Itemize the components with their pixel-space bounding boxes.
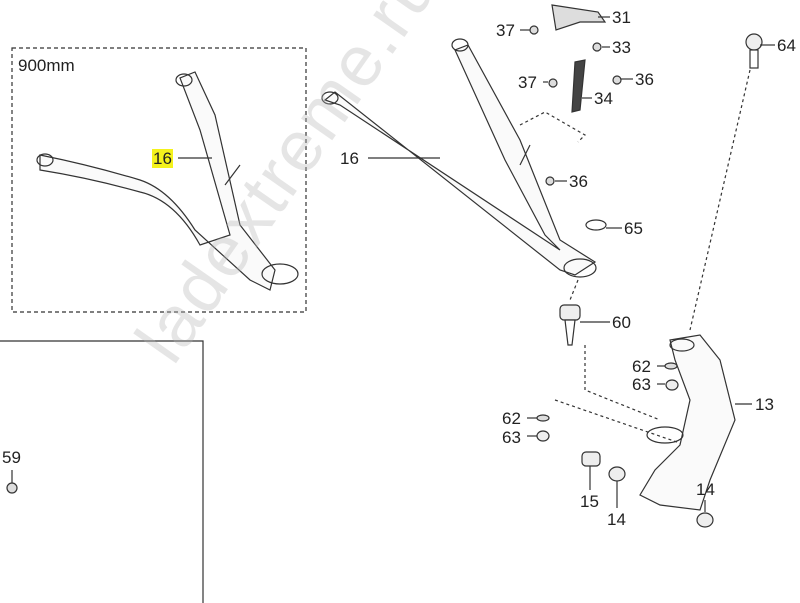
nut-59 <box>6 482 18 494</box>
ball-joint-60 <box>559 304 581 346</box>
callout-31[interactable]: 31 <box>612 8 631 27</box>
kit-length-label: 900mm <box>18 56 75 75</box>
link-34 <box>571 59 586 113</box>
callout-60[interactable]: 60 <box>612 313 631 332</box>
callout-36b[interactable]: 36 <box>569 172 588 191</box>
kit-box <box>11 47 307 313</box>
nut-62a <box>664 362 678 370</box>
side-panel-box <box>0 340 204 603</box>
callout-62[interactable]: 62 <box>632 357 651 376</box>
knuckle-13 <box>639 334 736 511</box>
callout-13[interactable]: 13 <box>755 395 774 414</box>
bushing-15 <box>581 451 601 467</box>
callout-14[interactable]: 14 <box>607 510 626 529</box>
callout-62b[interactable]: 62 <box>502 409 521 428</box>
main-a-arm <box>321 38 597 278</box>
callout-16-highlighted[interactable]: 16 <box>152 149 173 168</box>
kit-a-arm <box>36 71 299 291</box>
callout-36[interactable]: 36 <box>635 70 654 89</box>
callout-37[interactable]: 37 <box>496 21 515 40</box>
callout-65[interactable]: 65 <box>624 219 643 238</box>
callout-64[interactable]: 64 <box>777 36 796 55</box>
callout-37b[interactable]: 37 <box>518 73 537 92</box>
bushing-14b <box>696 512 714 528</box>
bushing-14a <box>608 466 626 482</box>
callout-14b[interactable]: 14 <box>696 480 715 499</box>
ring-65 <box>585 219 607 231</box>
callout-63[interactable]: 63 <box>632 375 651 394</box>
bracket-31 <box>551 4 607 31</box>
stud-64 <box>745 33 763 69</box>
callout-15[interactable]: 15 <box>580 492 599 511</box>
callout-16[interactable]: 16 <box>340 149 359 168</box>
nut-63b <box>536 430 550 442</box>
callout-63b[interactable]: 63 <box>502 428 521 447</box>
nut-62b <box>536 414 550 422</box>
callout-33[interactable]: 33 <box>612 38 631 57</box>
callout-59[interactable]: 59 <box>2 448 21 467</box>
callout-34[interactable]: 34 <box>594 89 613 108</box>
nut-63a <box>665 379 679 391</box>
